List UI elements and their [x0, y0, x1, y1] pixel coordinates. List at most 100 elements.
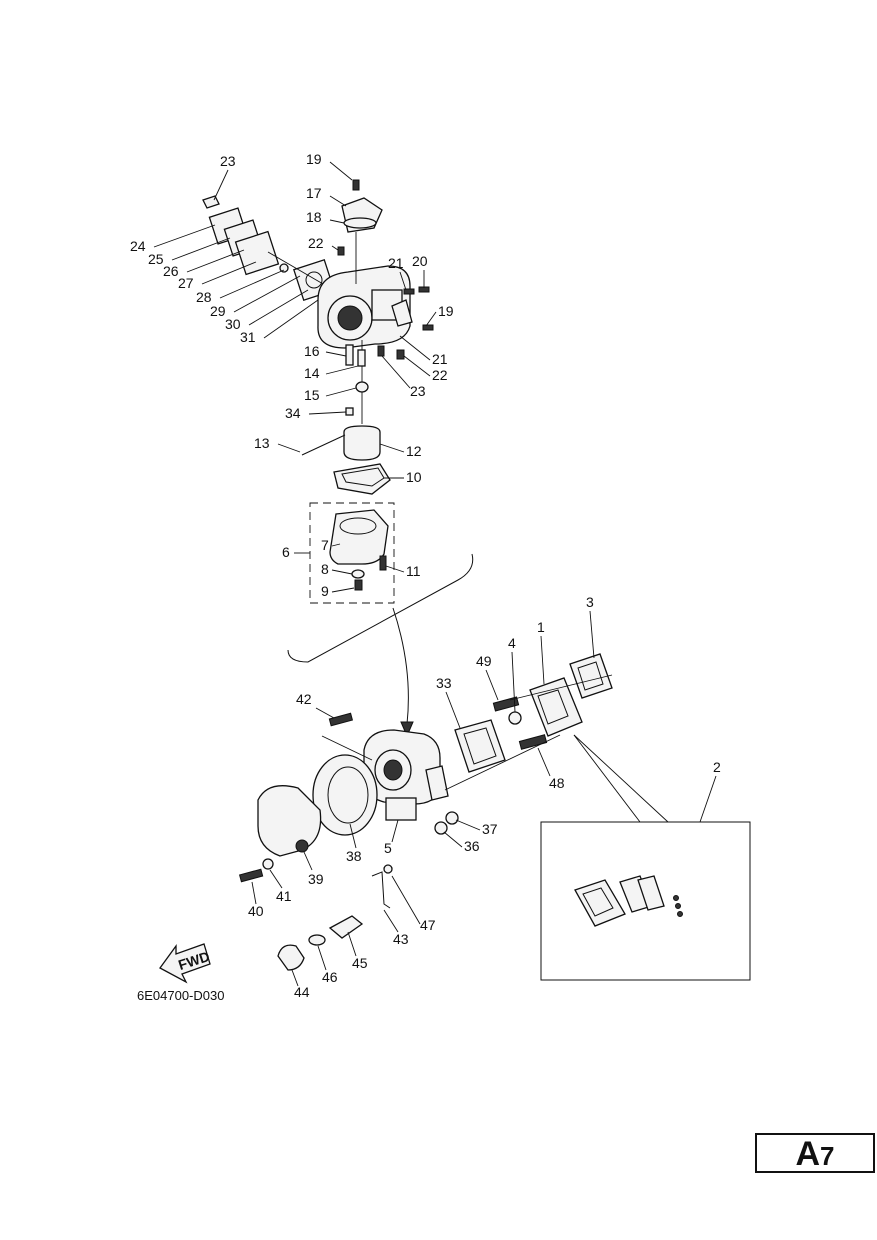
screw-24	[337, 246, 345, 256]
callout: 20	[412, 253, 428, 269]
callout: 17	[306, 185, 322, 201]
callout: 37	[482, 821, 498, 837]
choke-knob	[277, 944, 305, 971]
carburetor-lower-assembly	[238, 653, 751, 981]
diagram-code: 6E04700-D030	[137, 988, 224, 1003]
callout: 8	[321, 561, 329, 577]
callout: 13	[254, 435, 270, 451]
inset-screw-b	[675, 903, 681, 909]
bolt-40	[238, 868, 264, 883]
page-label-badge: A 7	[755, 1133, 875, 1173]
callout: 11	[406, 563, 421, 579]
screw-19-side	[422, 324, 434, 331]
gasket-35	[454, 719, 506, 773]
callout: 6	[282, 544, 290, 560]
assembly-arrow	[392, 607, 409, 725]
gasket-3	[569, 653, 613, 699]
inset-screw-c	[677, 911, 683, 917]
callout: 7	[321, 537, 329, 553]
callout: 21	[432, 351, 448, 367]
float-chamber-gasket	[333, 463, 391, 495]
page-letter: A	[795, 1135, 821, 1173]
cover-gasket	[343, 217, 377, 229]
callout: 14	[304, 365, 320, 381]
reed-valve-inset-box	[540, 821, 751, 981]
callout: 3	[586, 594, 594, 610]
washer-37	[445, 811, 459, 825]
screw-11	[379, 555, 387, 571]
callout: 40	[248, 903, 264, 919]
inset-reed-housing	[574, 879, 626, 927]
callout: 10	[406, 469, 422, 485]
callout: 9	[321, 583, 329, 599]
float-chamber-lower	[385, 797, 417, 821]
clip-47	[383, 864, 393, 874]
callout: 24	[130, 238, 146, 254]
washer-41	[262, 858, 274, 870]
callout: 46	[322, 969, 338, 985]
inset-reed-stopper	[637, 875, 665, 911]
callout: 1	[537, 619, 545, 635]
stud-49	[492, 696, 520, 712]
callout: 44	[294, 984, 310, 1000]
callout: 31	[240, 329, 256, 345]
callout: 21	[388, 255, 404, 271]
callout: 18	[306, 209, 322, 225]
callout: 33	[436, 675, 452, 691]
callout: 49	[476, 653, 492, 669]
float-chamber	[329, 509, 389, 565]
silencer-cover	[257, 785, 322, 857]
callout: 26	[163, 263, 179, 279]
carburetor-top-assembly	[202, 179, 474, 738]
float-pin	[301, 434, 346, 456]
callout: 19	[438, 303, 454, 319]
fwd-arrow-icon: FWD	[159, 943, 212, 984]
callout: 28	[196, 289, 212, 305]
nut-36	[434, 821, 448, 835]
page-number: 7	[820, 1141, 835, 1171]
callout: 22	[308, 235, 324, 251]
callout: 5	[384, 840, 392, 856]
callout: 2	[713, 759, 721, 775]
callout: 12	[406, 443, 422, 459]
screw-21b	[396, 349, 405, 360]
jet-plug	[345, 407, 354, 416]
screw-19-top	[352, 179, 360, 191]
callout: 23	[410, 383, 426, 399]
stud-48	[518, 734, 548, 750]
callout: 27	[178, 275, 194, 291]
choke-rod	[371, 871, 391, 909]
bolt-4	[508, 711, 522, 725]
callout: 16	[304, 343, 320, 359]
main-nozzle	[357, 349, 366, 367]
main-jet	[355, 381, 369, 393]
choke-lever	[328, 915, 364, 939]
callout: 43	[393, 931, 409, 947]
callout: 19	[306, 151, 322, 167]
carburetor-body-top	[317, 232, 413, 424]
washer-8	[351, 569, 365, 579]
callout: 42	[296, 691, 312, 707]
callout: 45	[352, 955, 368, 971]
assembly-brace	[287, 553, 474, 663]
callout: 48	[549, 775, 565, 791]
callout-labels: 23 19 17 18 22 24 25 26 27 28 29 30 31 2…	[130, 151, 721, 1000]
callout: 36	[464, 838, 480, 854]
bolt-42	[328, 712, 354, 727]
screw-21a	[403, 288, 415, 295]
callout: 47	[420, 917, 436, 933]
pilot-jet	[345, 344, 354, 366]
inset-screw-a	[673, 895, 679, 901]
callout: 29	[210, 303, 226, 319]
callout: 23	[220, 153, 236, 169]
callout: 41	[276, 888, 292, 904]
silencer-plate	[312, 754, 378, 836]
callout: 22	[432, 367, 448, 383]
reed-valve-assembly	[529, 677, 583, 737]
screw-23	[377, 345, 385, 357]
callout: 34	[285, 405, 301, 421]
callout: 15	[304, 387, 320, 403]
callout: 39	[308, 871, 324, 887]
callout: 25	[148, 251, 164, 267]
